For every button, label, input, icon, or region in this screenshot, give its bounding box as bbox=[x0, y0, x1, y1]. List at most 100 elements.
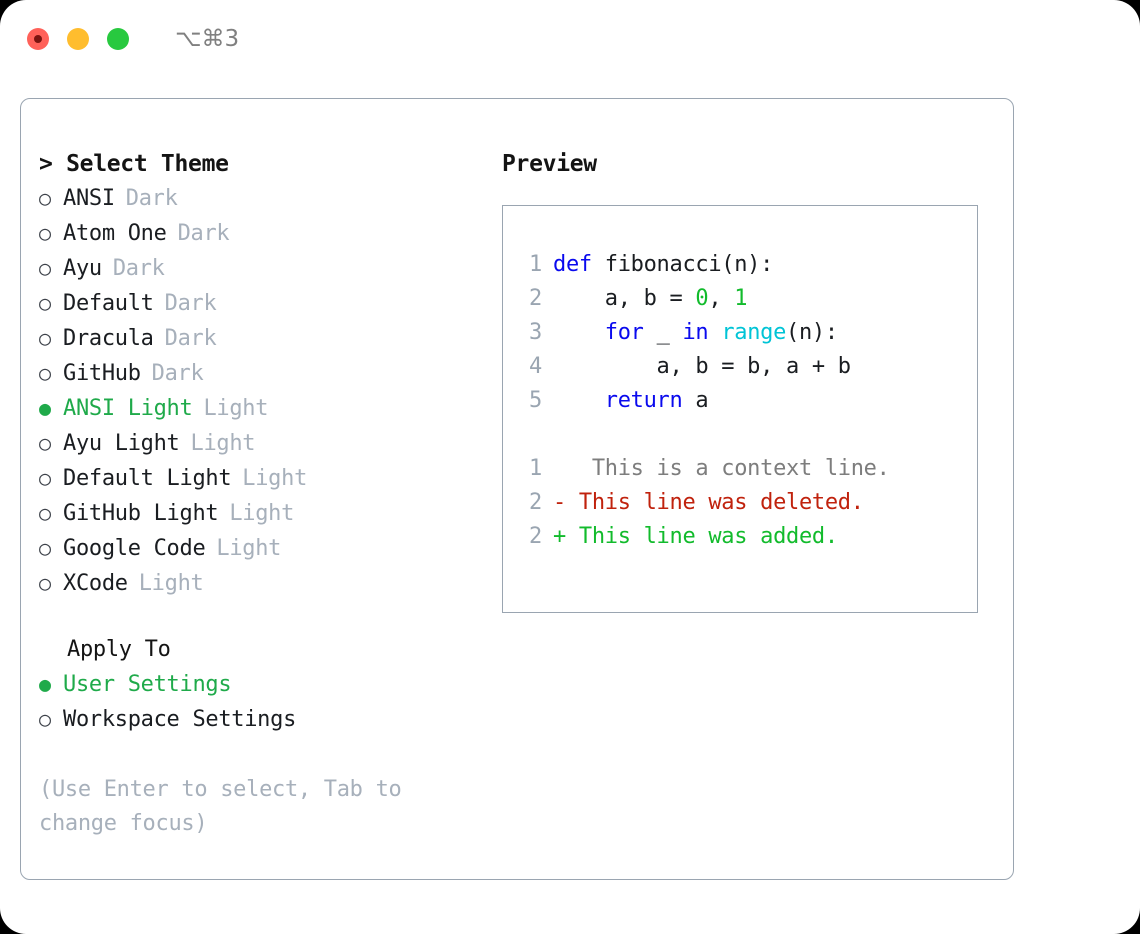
theme-option-atom-one[interactable]: ○ Atom One Dark bbox=[39, 216, 479, 251]
radio-unselected-icon: ○ bbox=[39, 221, 51, 245]
code-line-text: a, b = b, a + b bbox=[553, 350, 852, 384]
apply-to-option-label: Workspace Settings bbox=[63, 707, 297, 732]
theme-option-kind: Dark bbox=[164, 291, 217, 316]
diff-sample-block: 1 This is a context line. 2 - This line wa… bbox=[503, 452, 977, 554]
theme-option-label: Default bbox=[63, 291, 154, 316]
diff-line-add: 2+ This line was added. bbox=[503, 520, 977, 554]
diff-line-number: 2 bbox=[529, 490, 542, 515]
theme-option-google-code[interactable]: ○ Google Code Light bbox=[39, 531, 479, 566]
apply-to-option-user-settings[interactable]: ●User Settings bbox=[39, 667, 479, 702]
diff-line-ctx: 1 This is a context line. bbox=[503, 452, 977, 486]
minimize-window-button[interactable] bbox=[67, 28, 89, 50]
diff-line-del: 2 - This line was deleted. bbox=[503, 486, 977, 520]
code-line: 2 a, b = 0, 1 bbox=[503, 282, 977, 316]
code-line-text: return a bbox=[553, 384, 709, 418]
traffic-lights bbox=[27, 28, 129, 50]
apply-to-option-workspace-settings[interactable]: ○ Workspace Settings bbox=[39, 702, 479, 737]
radio-unselected-icon: ○ bbox=[39, 186, 51, 210]
diff-line-text: This is a context line. bbox=[553, 456, 890, 481]
theme-option-label: Google Code bbox=[63, 536, 206, 561]
theme-option-kind: Dark bbox=[151, 361, 204, 386]
code-token-num: 1 bbox=[734, 286, 748, 311]
code-line-number: 2 bbox=[529, 286, 542, 311]
radio-unselected-icon: ○ bbox=[39, 571, 51, 595]
preview-title: Preview bbox=[502, 151, 597, 177]
apply-to-options[interactable]: ●User Settings ○ Workspace Settings bbox=[39, 667, 479, 737]
title-bar: ⌥⌘3 bbox=[0, 0, 1140, 78]
theme-option-kind: Dark bbox=[177, 221, 230, 246]
code-line-number: 3 bbox=[529, 320, 542, 345]
theme-option-kind: Light bbox=[216, 536, 282, 561]
keyboard-hint-text: (Use Enter to select, Tab to change focu… bbox=[39, 777, 402, 836]
theme-option-kind: Light bbox=[242, 466, 308, 491]
theme-option-label: Atom One bbox=[63, 221, 167, 246]
zoom-window-button[interactable] bbox=[107, 28, 129, 50]
code-token-kw: def bbox=[553, 252, 605, 277]
code-token-kw: return bbox=[604, 388, 683, 413]
code-token-plain: a bbox=[682, 388, 709, 413]
code-line-text: for _ in range(n): bbox=[553, 316, 838, 350]
diff-line-text: - This line was deleted. bbox=[553, 490, 864, 515]
radio-unselected-icon: ○ bbox=[39, 291, 51, 315]
code-token-num: 0 bbox=[695, 286, 709, 311]
radio-unselected-icon: ○ bbox=[39, 536, 51, 560]
code-line: 5 return a bbox=[503, 384, 977, 418]
theme-option-dracula[interactable]: ○ Dracula Dark bbox=[39, 321, 479, 356]
radio-unselected-icon: ○ bbox=[39, 326, 51, 350]
code-line-number: 5 bbox=[529, 388, 542, 413]
radio-selected-icon: ● bbox=[39, 396, 51, 420]
code-token-plain: fibonacci(n): bbox=[604, 252, 774, 277]
theme-option-kind: Light bbox=[203, 396, 269, 421]
theme-option-kind: Light bbox=[190, 431, 256, 456]
code-token-plain: a, b = b, a + b bbox=[553, 354, 852, 379]
apply-to-option-label: User Settings bbox=[63, 672, 232, 697]
theme-option-label: XCode bbox=[63, 571, 128, 596]
code-token-plain: a, b = bbox=[553, 286, 696, 311]
close-window-button[interactable] bbox=[27, 28, 49, 50]
code-line-number: 1 bbox=[529, 252, 542, 277]
theme-option-ansi[interactable]: ○ ANSI Dark bbox=[39, 181, 479, 216]
code-token-plain: _ bbox=[643, 320, 683, 345]
radio-unselected-icon: ○ bbox=[39, 256, 51, 280]
code-token-plain: , bbox=[708, 286, 735, 311]
code-line-number: 4 bbox=[529, 354, 542, 379]
theme-option-label: ANSI bbox=[63, 186, 115, 211]
theme-option-label: Ayu Light bbox=[63, 431, 180, 456]
code-line: 1 def fibonacci(n): bbox=[503, 248, 977, 282]
code-token-plain bbox=[708, 320, 721, 345]
theme-option-kind: Dark bbox=[164, 326, 217, 351]
theme-option-kind: Dark bbox=[125, 186, 178, 211]
theme-option-label: GitHub Light bbox=[63, 501, 219, 526]
keyboard-shortcut-label: ⌥⌘3 bbox=[175, 25, 240, 52]
code-line-text: def fibonacci(n): bbox=[553, 248, 773, 282]
theme-option-label: Ayu bbox=[63, 256, 102, 281]
radio-unselected-icon: ○ bbox=[39, 501, 51, 525]
theme-option-label: Dracula bbox=[63, 326, 154, 351]
radio-unselected-icon: ○ bbox=[39, 466, 51, 490]
code-token-plain: (n): bbox=[786, 320, 838, 345]
radio-unselected-icon: ○ bbox=[39, 431, 51, 455]
select-theme-header: > Select Theme bbox=[39, 151, 229, 177]
preview-spacer bbox=[503, 418, 977, 452]
theme-option-default[interactable]: ○ Default Dark bbox=[39, 286, 479, 321]
radio-unselected-icon: ○ bbox=[39, 361, 51, 385]
code-line-text: a, b = 0, 1 bbox=[553, 282, 748, 316]
theme-option-ayu-light[interactable]: ○ Ayu Light Light bbox=[39, 426, 479, 461]
code-token-plain bbox=[553, 388, 605, 413]
radio-unselected-icon: ○ bbox=[39, 707, 51, 731]
code-token-kw: in bbox=[682, 320, 709, 345]
code-token-plain bbox=[553, 320, 605, 345]
